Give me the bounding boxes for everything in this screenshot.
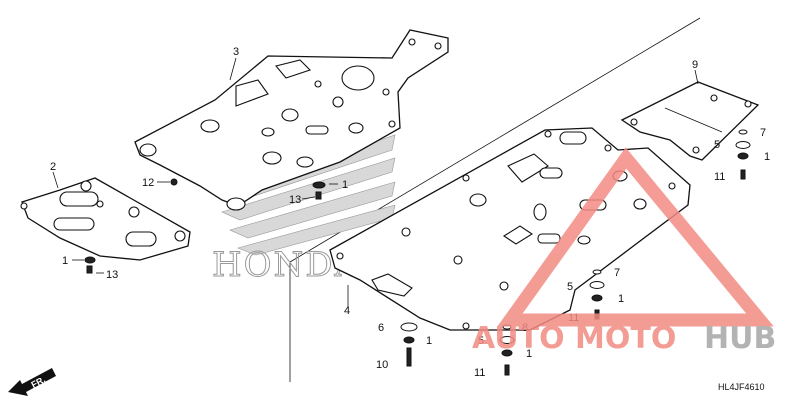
front-direction-arrow: FR. — [8, 368, 56, 396]
callout-3: 3 — [233, 46, 239, 58]
callout-12: 12 — [142, 177, 154, 189]
plate-part-4 — [329, 127, 691, 331]
leader-lines — [52, 57, 699, 308]
callout-11-a: 11 — [714, 171, 725, 183]
callout-4: 4 — [344, 305, 350, 317]
watermark-triangle-icon — [497, 147, 774, 327]
callout-1-d: 1 — [618, 293, 624, 305]
arrow-icon — [8, 368, 56, 396]
callout-10: 10 — [376, 359, 388, 371]
plate-part-3 — [134, 29, 449, 211]
watermark: AUTO MOTO HUB — [472, 147, 776, 356]
callout-8: 8 — [522, 322, 528, 334]
callout-5-a: 5 — [714, 139, 720, 151]
diagram-code: HL4JF4610 — [718, 382, 765, 392]
callout-1-f: 1 — [526, 348, 532, 360]
callout-6: 6 — [378, 322, 384, 334]
callout-13-b: 13 — [106, 269, 118, 281]
callout-5-b: 5 — [567, 281, 573, 293]
callout-5-c: 5 — [478, 335, 484, 347]
watermark-auto: AUTO — [472, 321, 565, 356]
callout-2: 2 — [50, 161, 56, 173]
callout-labels: 2 3 9 4 1 13 12 1 13 7 5 1 11 7 5 1 11 6… — [50, 46, 770, 379]
callout-11-c: 11 — [474, 367, 485, 379]
callout-1-e: 1 — [426, 335, 432, 347]
callout-7-a: 7 — [760, 127, 766, 139]
watermark-hub: HUB — [704, 321, 776, 356]
callout-13-a: 13 — [289, 194, 301, 206]
hardware-parts — [84, 129, 751, 376]
plate-part-2 — [20, 177, 191, 261]
callout-1-a: 1 — [342, 179, 348, 191]
plate-part-9 — [620, 81, 760, 161]
watermark-moto: MOTO — [575, 321, 676, 356]
callout-1-b: 1 — [62, 255, 68, 267]
callout-9: 9 — [692, 59, 698, 71]
callout-7-b: 7 — [614, 267, 620, 279]
callout-1-c: 1 — [764, 151, 770, 163]
